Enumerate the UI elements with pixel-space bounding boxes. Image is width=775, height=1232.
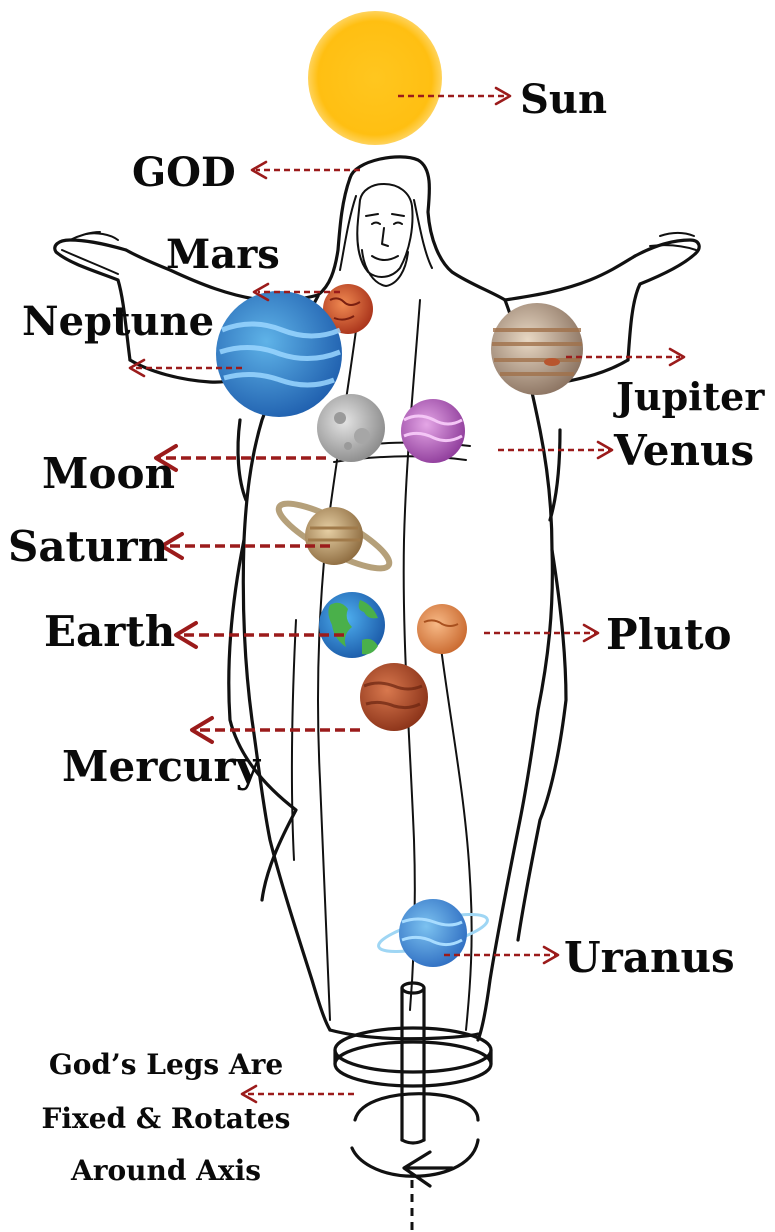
uranus-label: Uranus xyxy=(564,933,735,982)
sun-label: Sun xyxy=(520,76,607,123)
legs-caption-line-1: God’s Legs Are xyxy=(49,1048,283,1081)
legs-caption-line-3: Around Axis xyxy=(70,1154,261,1187)
uranus-icon xyxy=(376,899,491,967)
saturn-label: Saturn xyxy=(8,522,168,571)
sun-icon xyxy=(308,11,442,145)
mercury-icon xyxy=(360,663,428,731)
earth-icon xyxy=(319,592,385,658)
pluto-label: Pluto xyxy=(606,610,732,659)
legs-caption-line-2: Fixed & Rotates xyxy=(42,1102,291,1135)
venus-icon xyxy=(401,399,465,463)
moon-label: Moon xyxy=(42,449,175,498)
god-figure xyxy=(55,157,699,1040)
jupiter-icon xyxy=(491,303,583,395)
god-label: GOD xyxy=(132,149,236,196)
neptune-icon xyxy=(216,291,342,417)
pluto-icon xyxy=(417,604,467,654)
mars-label: Mars xyxy=(166,231,280,278)
venus-label: Venus xyxy=(613,426,754,475)
jupiter-label: Jupiter xyxy=(613,374,765,419)
mercury-label: Mercury xyxy=(62,742,262,791)
neptune-label: Neptune xyxy=(22,298,214,345)
saturn-icon xyxy=(272,493,397,579)
earth-label: Earth xyxy=(44,607,175,656)
moon-icon xyxy=(317,394,385,462)
